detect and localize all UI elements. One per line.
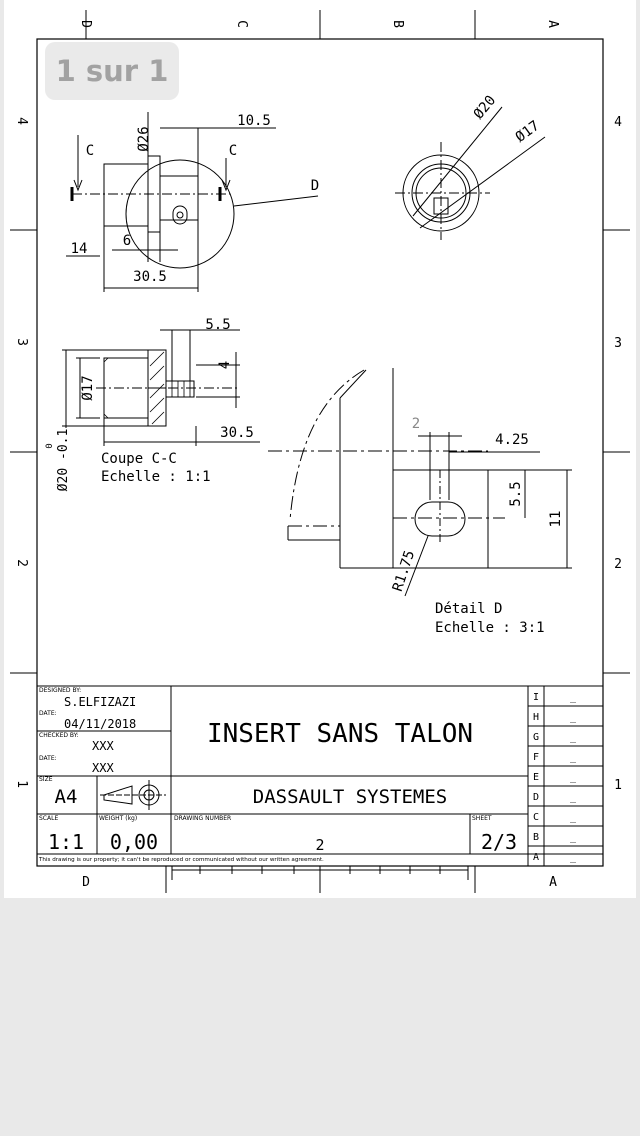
dim-tolerance-upper: 0 [45,443,55,448]
revision-value: _ [570,752,577,763]
zone-col-b: B [390,20,405,28]
zone-row-1: 1 [14,780,29,788]
weight-value: 0,00 [110,830,158,854]
dim-5-5-section: 5.5 [205,317,230,333]
date2-value: XXX [92,761,114,775]
revision-value: _ [570,732,577,743]
section-label-c-left: C [86,143,94,159]
side-view [395,106,546,240]
revision-value: _ [570,772,577,783]
revision-letter: C [533,812,539,823]
section-view-text: 5.5 4 Ø17 Ø20 -0.1 0 30.5 Coupe C-C Eche… [45,317,254,491]
revision-letter: E [533,772,539,783]
front-view [66,112,319,292]
drawing-number-value: 2 [315,836,324,854]
zone-col-c: C [234,20,249,28]
drawing-title: INSERT SANS TALON [207,719,473,749]
dim-11: 11 [548,511,564,528]
designed-by-label: DESIGNED BY: [39,687,81,694]
detail-caption: Détail D [435,601,502,617]
zone-row-4: 4 [14,117,29,125]
zone-col-d: D [78,20,93,28]
checked-by-value: XXX [92,739,114,753]
revision-value: _ [570,692,577,703]
dim-10-5: 10.5 [237,113,271,129]
size-label: SIZE [39,776,53,783]
zone-row-3-right: 3 [614,336,622,351]
title-block [37,685,603,866]
technical-drawing: D C B A D A 4 3 2 1 4 3 2 1 [10,10,630,893]
dim-4-25: 4.25 [495,432,529,448]
zone-col-d-bottom: D [82,875,90,890]
company-name: DASSAULT SYSTEMES [253,786,447,808]
sheet-label: SHEET [472,815,492,822]
dim-dia20-tolerance: Ø20 -0.1 [56,429,71,492]
checked-by-label: CHECKED BY: [39,732,79,739]
dim-dia26: Ø26 [136,126,152,151]
zone-labels: D C B A D A 4 3 2 1 4 3 2 1 [14,20,622,890]
title-block-text: DESIGNED BY: S.ELFIZAZI DATE: 04/11/2018… [38,687,517,863]
revision-letter: F [533,752,539,763]
section-scale: Echelle : 1:1 [101,469,211,485]
detail-label-d: D [311,178,319,194]
zone-col-a: A [545,20,560,28]
revision-table: I _ H _ G _ F _ E _ D _ C _ B _ A _ [533,692,577,863]
dim-30-5-front: 30.5 [133,269,167,285]
page-indicator: 1 sur 1 [45,42,179,100]
size-value: A4 [55,786,78,808]
designed-by-value: S.ELFIZAZI [64,695,136,709]
dim-dia20-side: Ø20 [471,93,500,123]
zone-row-2: 2 [14,559,29,567]
dim-14: 14 [71,241,88,257]
detail-scale: Echelle : 3:1 [435,620,545,636]
revision-letter: B [533,832,539,843]
scale-value: 1:1 [48,830,84,854]
projection-symbol [100,780,166,810]
side-view-dimensions: Ø20 Ø17 [471,93,543,146]
dim-4: 4 [217,361,233,369]
scale-label: SCALE [39,815,58,822]
revision-letter: G [533,732,539,743]
dim-2: 2 [412,416,420,432]
section-caption: Coupe C-C [101,451,177,467]
revision-letter: I [533,692,539,703]
dim-r1-75: R1.75 [390,548,418,593]
weight-label: WEIGHT (kg) [99,815,137,822]
revision-letter: A [533,852,539,863]
revision-value: _ [570,812,577,823]
detail-view [268,368,572,597]
date2-label: DATE: [39,755,57,762]
date-label: DATE: [39,710,57,717]
drawing-number-label: DRAWING NUMBER [174,815,231,822]
revision-value: _ [570,832,577,843]
revision-value: _ [570,712,577,723]
zone-row-2-right: 2 [614,557,622,572]
sheet-value: 2/3 [481,830,517,854]
revision-letter: H [533,712,539,723]
dim-5-5-detail: 5.5 [508,481,524,506]
revision-value: _ [570,792,577,803]
front-view-dimensions: Ø26 10.5 C C D 14 6 30.5 [71,113,320,285]
zone-row-3: 3 [14,338,29,346]
property-notice: This drawing is our property; it can't b… [38,857,324,863]
dim-30-5-section: 30.5 [220,425,254,441]
drawing-frame [10,10,630,893]
zone-row-4-right: 4 [614,115,622,130]
dim-dia17-section: Ø17 [80,375,96,400]
section-view [62,329,260,446]
dim-6: 6 [123,233,131,249]
date-value: 04/11/2018 [64,717,136,731]
zone-row-1-right: 1 [614,778,622,793]
drawing-sheet: D C B A D A 4 3 2 1 4 3 2 1 [4,0,636,898]
revision-value: _ [570,852,577,863]
section-label-c-right: C [229,143,237,159]
zone-col-a-bottom: A [549,875,557,890]
revision-letter: D [533,792,539,803]
